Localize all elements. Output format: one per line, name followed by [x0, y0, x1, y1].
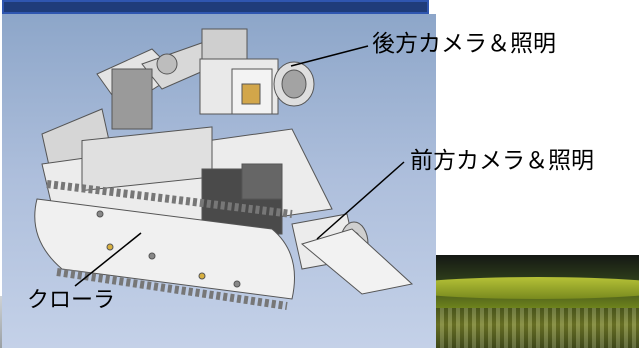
header-bar	[2, 0, 429, 14]
background-photo-right	[436, 255, 639, 348]
rear-camera	[199, 58, 315, 115]
robot-arm	[41, 28, 248, 180]
label-rear-camera: 後方カメラ＆照明	[372, 31, 556, 57]
label-crawler: クローラ	[27, 288, 116, 313]
front-camera	[291, 213, 414, 295]
label-front-camera: 前方カメラ＆照明	[410, 148, 594, 174]
